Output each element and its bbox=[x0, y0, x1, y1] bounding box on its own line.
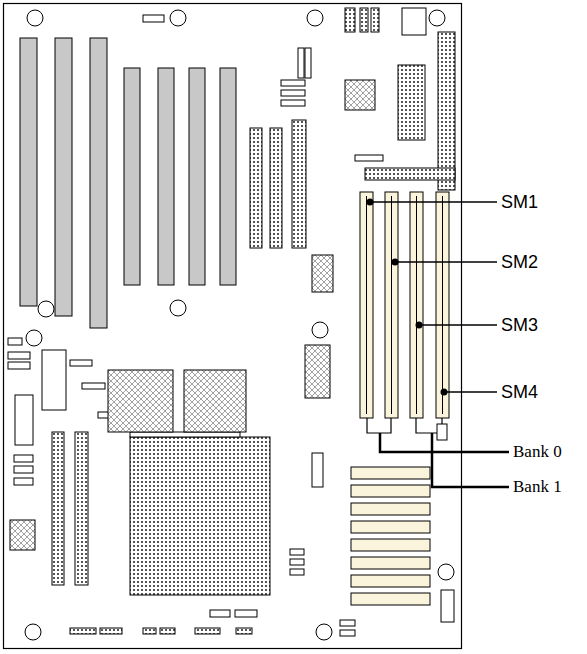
callout-label: SM2 bbox=[501, 252, 538, 273]
callout-label: SM1 bbox=[501, 192, 538, 213]
callout-label: SM4 bbox=[501, 382, 538, 403]
callout-label: Bank 1 bbox=[513, 477, 562, 497]
callout-label: Bank 0 bbox=[513, 442, 562, 462]
callout-label: SM3 bbox=[501, 315, 538, 336]
